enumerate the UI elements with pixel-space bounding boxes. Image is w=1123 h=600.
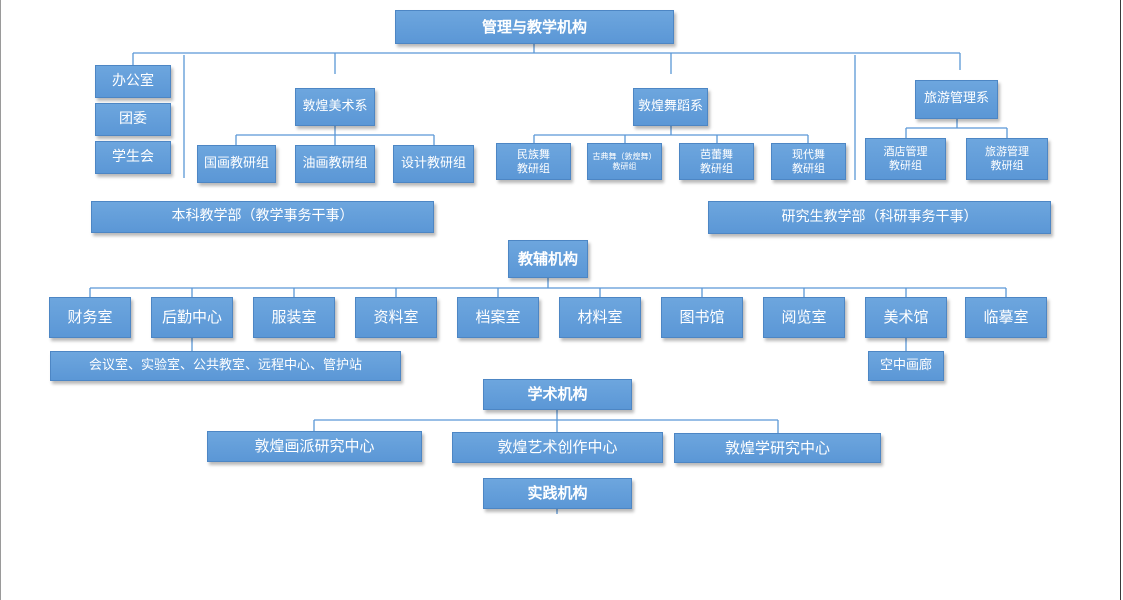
office-node: 办公室 (95, 65, 171, 98)
academic-title-node: 学术机构 (483, 379, 632, 410)
tourism-dept-node: 旅游管理系 (915, 80, 998, 119)
youth-league-node: 团委 (95, 103, 171, 136)
art-group-node: 设计教研组 (393, 145, 474, 183)
group-line-2: 教研组 (990, 159, 1024, 172)
undergrad-dept-node: 本科教学部（教学事务干事） (91, 201, 434, 233)
group-line-1: 现代舞 (792, 147, 825, 161)
group-line-1: 古典舞（敦煌舞） (592, 151, 657, 161)
dance-group-node: 民族舞 教研组 (496, 143, 571, 180)
logistics-sub-node: 会议室、实验室、公共教室、远程中心、管护站 (50, 351, 401, 381)
support-unit-node: 档案室 (457, 297, 539, 338)
academic-center-node: 敦煌学研究中心 (674, 433, 881, 463)
support-title-node: 教辅机构 (508, 240, 588, 278)
art-group-node: 国画教研组 (197, 145, 276, 183)
group-line-2: 教研组 (792, 161, 825, 175)
group-line-2: 教研组 (517, 161, 550, 175)
student-union-node: 学生会 (95, 141, 171, 174)
support-unit-node: 阅览室 (763, 297, 845, 338)
group-line-2: 教研组 (889, 159, 922, 172)
tourism-group-node: 旅游管理 教研组 (966, 138, 1048, 180)
art-dept-node: 敦煌美术系 (295, 88, 375, 126)
group-line-2: 教研组 (612, 161, 637, 171)
dance-group-node: 芭蕾舞 教研组 (679, 143, 754, 180)
support-unit-node: 资料室 (355, 297, 437, 338)
group-line-1: 旅游管理 (985, 145, 1029, 159)
tourism-group-node: 酒店管理 教研组 (865, 138, 946, 180)
group-line-1: 酒店管理 (883, 145, 928, 159)
practice-title-node: 实践机构 (483, 478, 632, 509)
group-line-1: 芭蕾舞 (700, 147, 733, 161)
support-unit-node: 图书馆 (661, 297, 743, 338)
dance-group-node: 现代舞 教研组 (771, 143, 846, 180)
support-unit-node: 财务室 (49, 297, 131, 338)
academic-center-node: 敦煌艺术创作中心 (452, 432, 663, 463)
support-unit-node: 后勤中心 (151, 297, 233, 338)
support-unit-node: 美术馆 (865, 297, 947, 338)
group-line-2: 教研组 (700, 161, 733, 175)
academic-center-node: 敦煌画派研究中心 (207, 431, 422, 462)
art-group-node: 油画教研组 (295, 145, 375, 183)
museum-sub-node: 空中画廊 (868, 351, 944, 381)
connector-lines (89, 44, 1008, 514)
support-unit-node: 临摹室 (965, 297, 1047, 338)
support-unit-node: 材料室 (559, 297, 641, 338)
support-unit-node: 服装室 (253, 297, 335, 338)
postgrad-dept-node: 研究生教学部（科研事务干事） (708, 201, 1051, 234)
dance-group-node: 古典舞（敦煌舞） 教研组 (587, 143, 662, 180)
dance-dept-node: 敦煌舞蹈系 (633, 88, 708, 126)
group-line-1: 民族舞 (517, 147, 550, 161)
top-node: 管理与教学机构 (395, 10, 674, 44)
